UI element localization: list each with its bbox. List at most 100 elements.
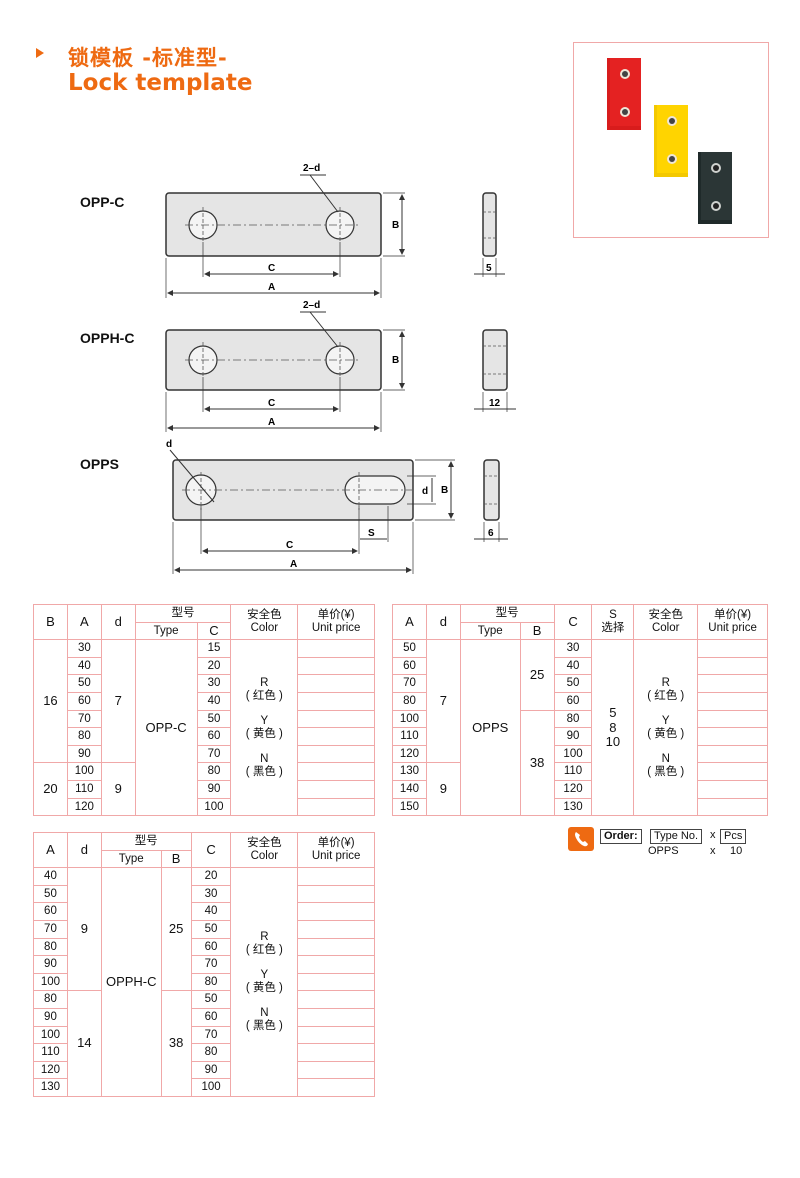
page-title-en: Lock template	[68, 70, 253, 96]
table-cell: 90	[190, 1060, 232, 1080]
table-cell: 130	[553, 797, 593, 817]
table-cell: 60	[553, 691, 593, 711]
opphc-hole-label: 2–d	[303, 300, 320, 311]
cell-colors: R( 红色 ) Y( 黄色 ) N( 黑色 )	[230, 639, 299, 817]
bullet-arrow-icon	[36, 48, 44, 58]
table-cell: 20	[196, 656, 232, 676]
price-cell	[297, 656, 375, 676]
price-cell	[697, 797, 768, 817]
table-cell: 40	[190, 902, 232, 921]
table-cell: 7	[425, 639, 461, 764]
table-cell: 110	[553, 762, 593, 781]
table-cell: 80	[33, 937, 68, 957]
col-header-price: 单价(¥)Unit price	[697, 603, 768, 641]
price-cell	[697, 762, 768, 781]
price-cell	[697, 709, 768, 729]
price-cell	[297, 1043, 375, 1062]
table-cell: 30	[196, 674, 232, 693]
table-cell: 150	[392, 797, 427, 817]
table-cell: 50	[33, 884, 68, 904]
price-cell	[697, 656, 768, 676]
col-header-price: 单价(¥)Unit price	[297, 831, 375, 869]
opps-dim-b: B	[441, 485, 448, 496]
price-cell	[697, 779, 768, 799]
table-cell: 40	[66, 656, 102, 676]
oppc-hole-label: 2–d	[303, 163, 320, 174]
table-cell: 60	[196, 727, 232, 746]
table-cell: 40	[33, 867, 68, 886]
table-cell: 40	[196, 691, 232, 711]
col-header-a: A	[33, 831, 68, 869]
price-cell	[297, 902, 375, 921]
price-cell	[297, 1078, 375, 1097]
col-header-model-cn: 型号	[134, 604, 232, 623]
price-cell	[297, 674, 375, 693]
table-cell: 30	[553, 639, 593, 658]
table-cell: 90	[33, 1007, 68, 1027]
price-cell	[297, 691, 375, 711]
table-cell: 80	[196, 762, 232, 781]
table-cell: 100	[33, 1025, 68, 1045]
lock-blocks-image	[607, 58, 732, 224]
cell-colors: R( 红色 ) Y( 黄色 ) N( 黑色 )	[230, 867, 299, 1097]
price-cell	[697, 744, 768, 764]
table-cell: 120	[553, 779, 593, 799]
opps-dim-d: d	[422, 486, 428, 497]
table-cell: 25	[519, 639, 555, 711]
oppc-dim-b: B	[392, 220, 399, 231]
table-cell: 50	[190, 919, 232, 939]
table-cell: 9	[100, 762, 136, 817]
cell-d: 7	[100, 639, 136, 764]
table-cell: 38	[160, 990, 192, 1097]
drawing-label-opphc: OPPH-C	[80, 330, 135, 346]
cell-price	[297, 639, 375, 658]
cell-b: 16	[33, 639, 68, 764]
table-cell: 38	[519, 709, 555, 817]
drawing-label-oppc: OPP-C	[80, 194, 125, 210]
drawing-oppc	[165, 174, 505, 298]
phone-icon	[568, 827, 594, 851]
table-cell: 80	[392, 691, 427, 711]
price-cell	[297, 1007, 375, 1027]
drawing-label-opps: OPPS	[80, 456, 119, 472]
table-cell: 120	[66, 797, 102, 817]
table-cell: 14	[66, 990, 102, 1097]
table-cell: 60	[66, 691, 102, 711]
table-cell: 120	[33, 1060, 68, 1080]
table-cell: 60	[190, 937, 232, 957]
table-cell: 60	[392, 656, 427, 676]
table-cell: 20	[33, 762, 68, 817]
table-cell: 50	[66, 674, 102, 693]
product-photo	[573, 42, 769, 238]
opphc-dim-c: C	[268, 398, 275, 409]
oppc-dim-a: A	[268, 282, 275, 293]
table-cell: 90	[33, 955, 68, 974]
oppc-thickness: 5	[486, 263, 492, 274]
price-cell	[297, 990, 375, 1009]
price-cell	[297, 937, 375, 957]
table-cell: 100	[66, 762, 102, 781]
col-header-model-cn: 型号	[459, 604, 555, 623]
table-cell: 100	[190, 1078, 232, 1097]
table-cell: 100	[392, 709, 427, 729]
table-cell: 110	[392, 727, 427, 746]
price-cell	[297, 972, 375, 992]
cell-colors: R( 红色 ) Y( 黄色 ) N( 黑色 )	[633, 639, 699, 817]
price-cell	[297, 884, 375, 904]
price-cell	[297, 955, 375, 974]
table-cell: 50	[553, 674, 593, 693]
table-cell: 140	[392, 779, 427, 799]
order-example-times: x	[710, 845, 716, 857]
oppc-dim-c: C	[268, 263, 275, 274]
cell-type: OPP-C	[134, 639, 198, 817]
price-cell	[697, 691, 768, 711]
cell-a: 30	[66, 639, 102, 658]
table-cell: 120	[392, 744, 427, 764]
table-cell: 20	[190, 867, 232, 886]
price-cell	[297, 709, 375, 729]
